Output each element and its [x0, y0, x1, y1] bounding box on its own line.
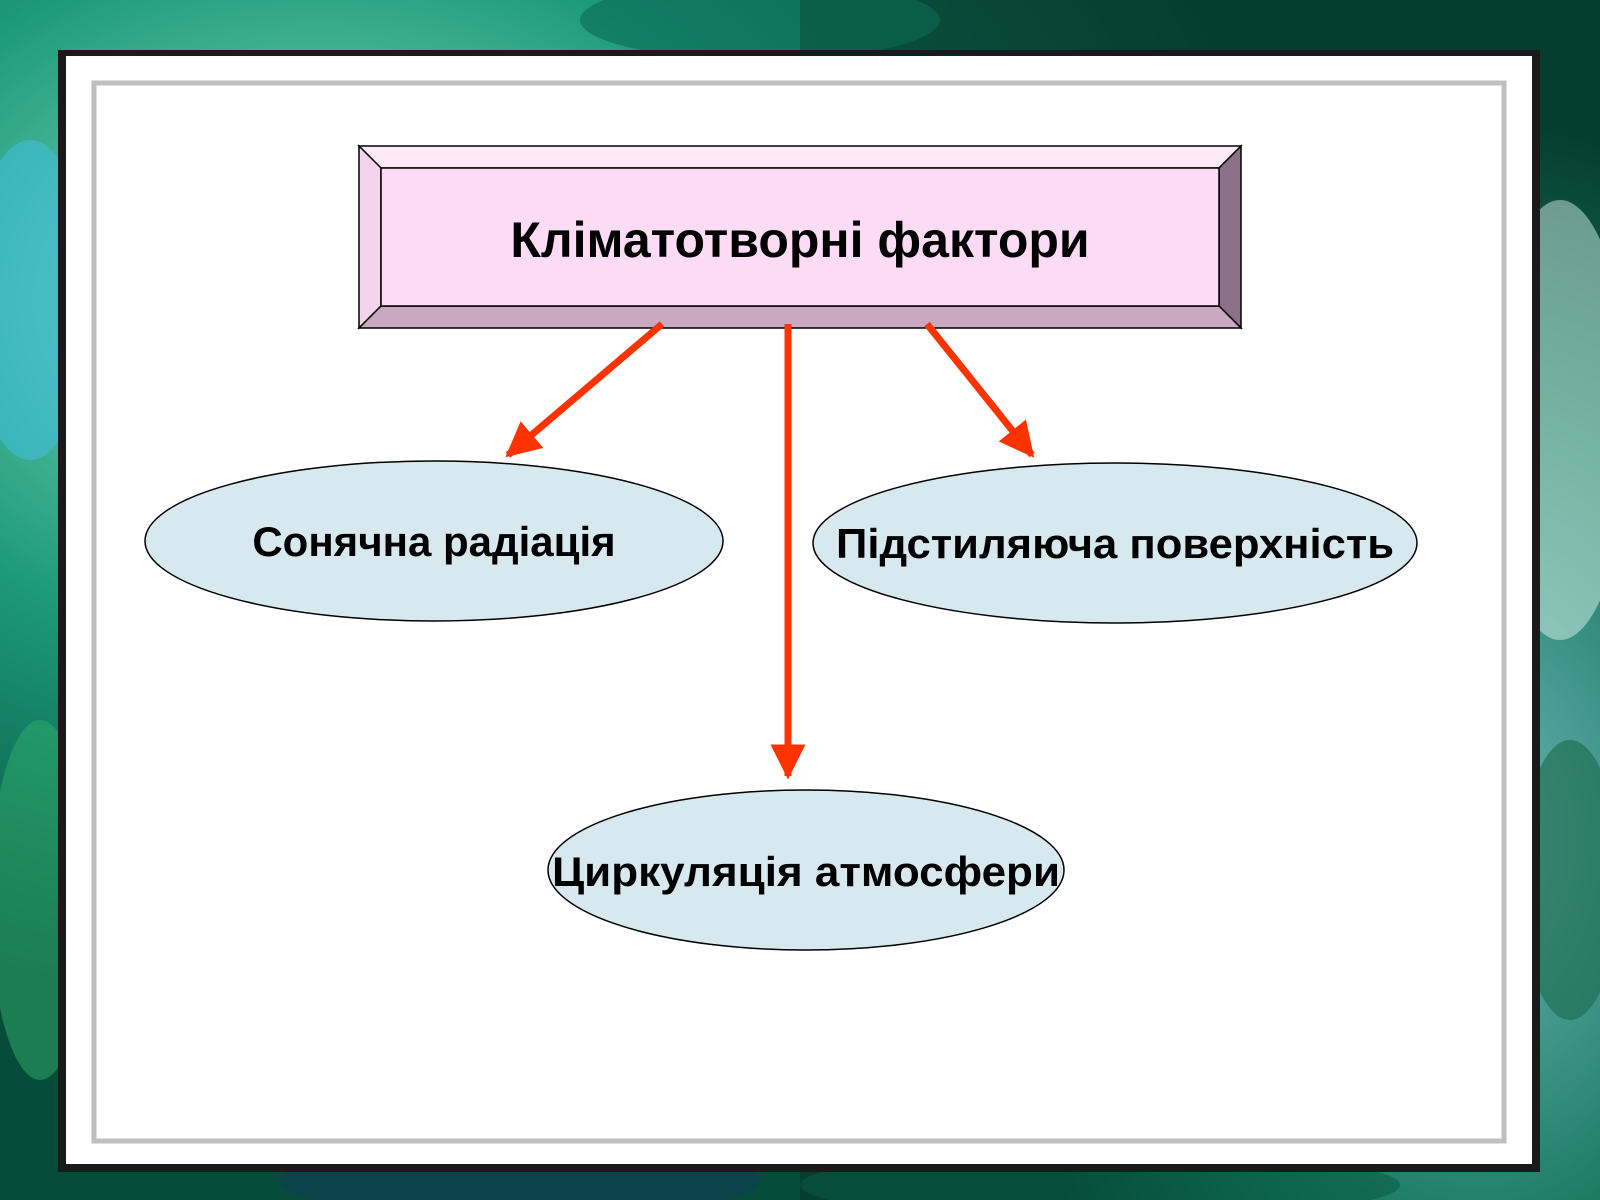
root-bevel-left: [358, 144, 382, 330]
root-face: [380, 167, 1220, 307]
arrow-to-solar-radiation: [505, 321, 665, 458]
node-atmosphere-circulation: Циркуляція атмосфери: [547, 789, 1065, 951]
underlying-surface-ellipse: [812, 462, 1418, 624]
node-underlying-surface: Підстиляюча поверхність: [812, 462, 1418, 624]
underlying-surface-label: Підстиляюча поверхність: [836, 520, 1394, 567]
root-node: Кліматотворні фактори: [357, 144, 1243, 330]
arrow-to-underlying-surface: [924, 321, 1035, 458]
root-label: Кліматотворні фактори: [510, 212, 1089, 268]
node-solar-radiation: Сонячна радіація: [144, 460, 724, 622]
solar-radiation-label: Сонячна радіація: [252, 518, 615, 565]
slide-inner-border: [91, 80, 1507, 1144]
root-bevel-right: [1218, 144, 1242, 330]
atmosphere-circulation-label: Циркуляція атмосфери: [552, 848, 1060, 895]
root-bevel-bottom: [357, 305, 1243, 329]
solar-radiation-ellipse: [144, 460, 724, 622]
root-bevel-top: [357, 145, 1243, 169]
atmosphere-circulation-ellipse: [547, 789, 1065, 951]
